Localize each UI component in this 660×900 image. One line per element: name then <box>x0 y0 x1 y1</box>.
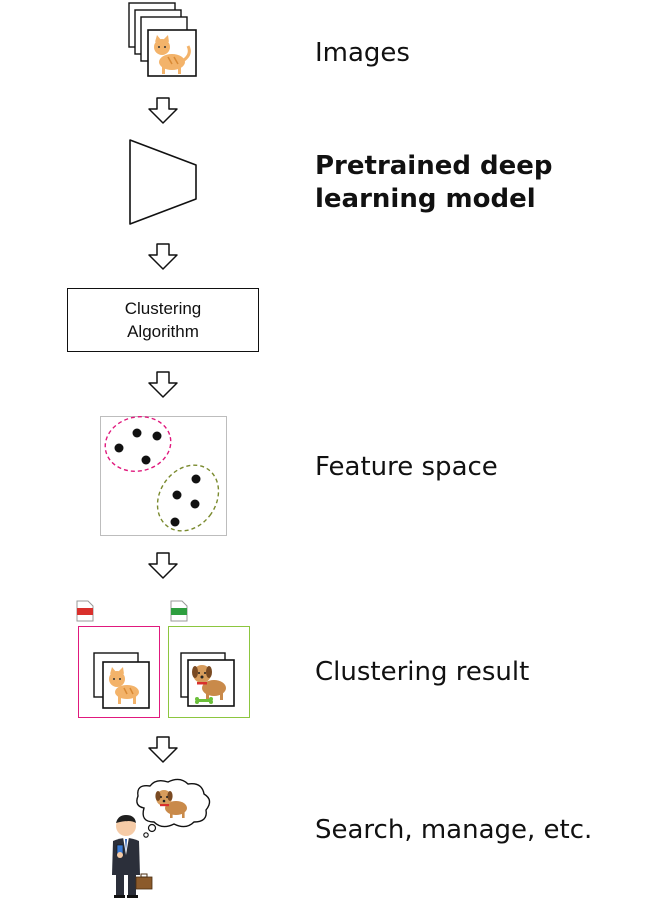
cluster-b-box <box>168 626 250 718</box>
algorithm-line1: Clustering <box>124 299 202 318</box>
down-arrow-icon <box>148 736 178 763</box>
point <box>170 517 180 527</box>
down-arrow-icon <box>148 243 178 270</box>
bone-icon <box>195 697 213 704</box>
thought-bubble-icon <box>136 778 211 838</box>
down-arrow-icon <box>148 552 178 579</box>
clustering-algorithm-box: Clustering Algorithm <box>67 288 259 352</box>
feature-space-box <box>100 416 227 536</box>
point <box>191 474 201 484</box>
search-manage-label: Search, manage, etc. <box>315 815 593 845</box>
briefcase-icon <box>135 873 153 890</box>
point <box>190 499 200 509</box>
model-label: Pretrained deep learning model <box>315 150 615 216</box>
point <box>152 431 162 441</box>
down-arrow-icon <box>148 97 178 124</box>
stacked-images-icon <box>128 2 197 77</box>
algorithm-line2: Algorithm <box>127 322 199 341</box>
dog-icon <box>192 665 226 700</box>
cluster-b-outline <box>156 464 220 532</box>
folder-tag-icon <box>170 600 188 622</box>
images-label: Images <box>315 38 410 68</box>
cluster-a-box <box>78 626 160 718</box>
cat-icon <box>154 35 191 74</box>
folder-tag-icon <box>76 600 94 622</box>
businessman-icon <box>112 815 153 898</box>
point <box>141 455 151 465</box>
feature-space-plot <box>104 416 220 532</box>
dog-icon <box>155 790 187 818</box>
clustering-result-label: Clustering result <box>315 657 530 687</box>
trapezoid-model-icon <box>129 139 197 225</box>
point <box>114 443 124 453</box>
cluster-a-outline <box>104 416 172 472</box>
model-label-line1: Pretrained deep <box>315 151 553 181</box>
model-label-line2: learning model <box>315 184 536 214</box>
cat-icon <box>109 667 139 704</box>
feature-space-label: Feature space <box>315 452 498 482</box>
down-arrow-icon <box>148 371 178 398</box>
point <box>172 490 182 500</box>
dog-images-stack <box>180 652 235 707</box>
cat-images-stack <box>93 652 150 709</box>
point <box>132 428 142 438</box>
